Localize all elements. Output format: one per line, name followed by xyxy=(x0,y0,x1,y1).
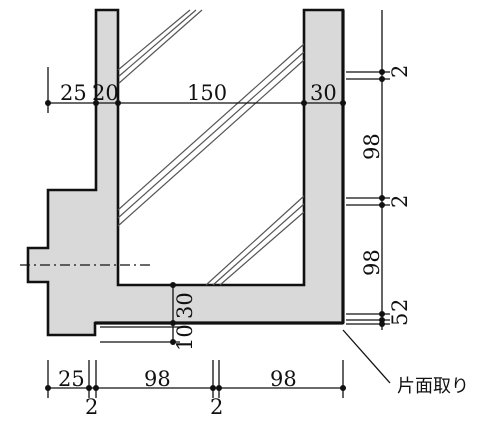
frame-wall xyxy=(26,8,345,337)
bottom-dimension-line xyxy=(45,360,346,398)
dim-right-98-upper: 98 xyxy=(360,133,384,160)
chamfer-note: 片面取り xyxy=(397,376,469,397)
dim-top-150: 150 xyxy=(187,81,227,105)
right-dimension-line xyxy=(346,10,390,330)
dim-bottom-2-left: 2 xyxy=(85,395,98,419)
dim-bottom-2-middle: 2 xyxy=(210,395,223,419)
glass-pane xyxy=(117,9,305,286)
dim-bottom-98-right: 98 xyxy=(270,367,297,391)
top-dimension-line xyxy=(45,67,346,113)
dim-bottom-25: 25 xyxy=(58,367,85,391)
dim-right-2-bottom: 2 xyxy=(388,299,412,312)
dim-right-2-middle: 2 xyxy=(388,195,412,208)
dim-bottom-98-left: 98 xyxy=(144,367,171,391)
dim-middle-30: 30 xyxy=(173,292,197,319)
dim-top-20: 20 xyxy=(92,81,119,105)
dim-right-98-lower: 98 xyxy=(360,249,384,276)
middle-dimension-line xyxy=(100,282,180,345)
dim-top-30: 30 xyxy=(310,81,337,105)
dim-right-5: 5 xyxy=(388,313,412,326)
dim-top-left-25: 25 xyxy=(60,81,87,105)
chamfer-leader xyxy=(342,329,391,384)
dim-right-2-top: 2 xyxy=(388,65,412,78)
dim-middle-10: 10 xyxy=(173,324,197,351)
